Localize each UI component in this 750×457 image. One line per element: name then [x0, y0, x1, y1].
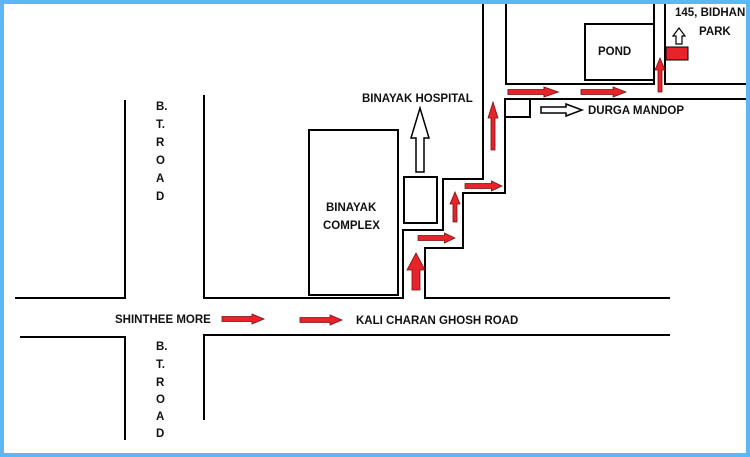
label-char: D: [156, 428, 164, 440]
label-char: T.: [156, 119, 165, 131]
binayak-hospital-label: BINAYAK HOSPITAL: [362, 93, 473, 105]
shinthee-more-label: SHINTHEE MORE: [115, 314, 211, 326]
destination-label: PARK: [699, 26, 731, 38]
lane-box: [505, 99, 531, 118]
route-arrow-up-icon: [406, 252, 426, 291]
binayak-complex-label: BINAYAK: [326, 202, 377, 214]
binayak-complex: [308, 129, 399, 296]
label-char: D: [156, 191, 164, 203]
roads: [15, 4, 746, 440]
label-char: A: [156, 173, 164, 185]
north-east-block: [664, 4, 746, 85]
bt-road-north-east-edge: [203, 4, 484, 299]
label-char: O: [156, 394, 165, 406]
bt-road-south-label: B. T. R O A D: [156, 341, 168, 440]
bt-road-south-west-edge: [20, 336, 126, 440]
route-arrow-up-icon: [449, 190, 461, 223]
label-char: B.: [156, 101, 168, 113]
hospital-pointer-arrow-icon: [409, 105, 431, 173]
label-char: B.: [156, 341, 168, 353]
pond-label: POND: [598, 46, 631, 58]
label-char: R: [156, 377, 165, 389]
kali-charan-ghosh-road-label: KALI CHARAN GHOSH ROAD: [356, 315, 518, 327]
durga-mandop-pointer-arrow-icon: [540, 102, 585, 118]
pond: [584, 23, 655, 81]
bt-road-south-east-edge: [203, 334, 670, 420]
route-arrow-up-icon: [654, 56, 666, 93]
label-char: A: [156, 411, 164, 423]
destination-pointer-arrow-icon: [671, 27, 687, 45]
destination-marker: [665, 46, 689, 61]
hospital-gate-box: [403, 176, 438, 224]
durga-mandop-label: DURGA MANDOP: [588, 105, 684, 117]
lane-east-edge: [424, 98, 746, 299]
label-char: O: [156, 155, 165, 167]
bt-road-north-west-edge: [15, 100, 126, 299]
route-arrow-up-icon: [487, 100, 499, 151]
label-char: T.: [156, 359, 165, 371]
destination-label: 145, BIDHAN: [675, 7, 745, 19]
binayak-complex-label: COMPLEX: [323, 220, 380, 232]
label-char: R: [156, 137, 165, 149]
bt-road-north-label: B. T. R O A D: [156, 101, 168, 203]
